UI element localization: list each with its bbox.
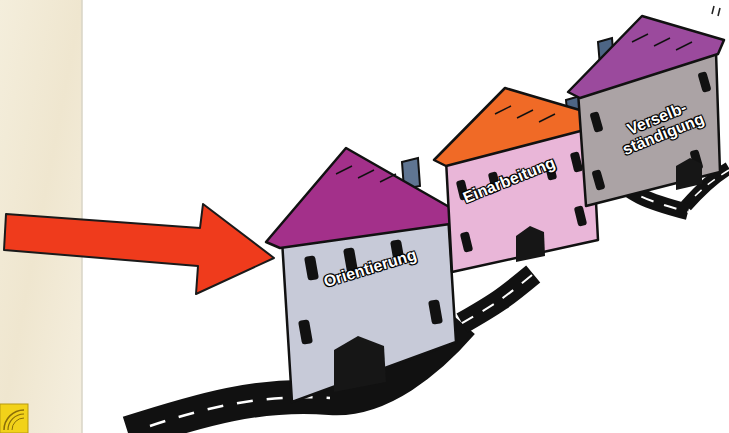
window [591, 169, 605, 191]
house-roof [568, 16, 724, 98]
window [460, 231, 474, 253]
roof-stroke [654, 38, 670, 46]
window [298, 319, 313, 345]
roof-stroke [495, 106, 511, 114]
road-body [462, 274, 533, 323]
window [304, 255, 319, 281]
roof-stroke [632, 34, 648, 42]
roof-stroke [380, 174, 396, 182]
pointer-arrow [4, 204, 274, 294]
roof-stroke [336, 166, 352, 174]
roof-stroke [358, 170, 374, 178]
roof-stroke [539, 114, 555, 122]
window [574, 205, 588, 227]
house-node: Einarbeitung [430, 84, 602, 274]
window [428, 299, 443, 325]
house-roof [266, 148, 458, 248]
house-shape [565, 10, 729, 212]
house-node: Verselb- ständigung [565, 10, 729, 212]
door [516, 226, 545, 262]
door [676, 158, 702, 190]
smoke-marks [712, 6, 720, 16]
corner-logo [0, 404, 28, 433]
roof-stroke [517, 110, 533, 118]
roof-stroke [676, 42, 692, 50]
house-node: Orientierung [262, 145, 462, 407]
window [589, 111, 603, 133]
road-connector [462, 274, 533, 323]
road-dash [462, 274, 533, 323]
door [334, 336, 386, 392]
strip-border [81, 0, 83, 433]
window [697, 71, 711, 93]
